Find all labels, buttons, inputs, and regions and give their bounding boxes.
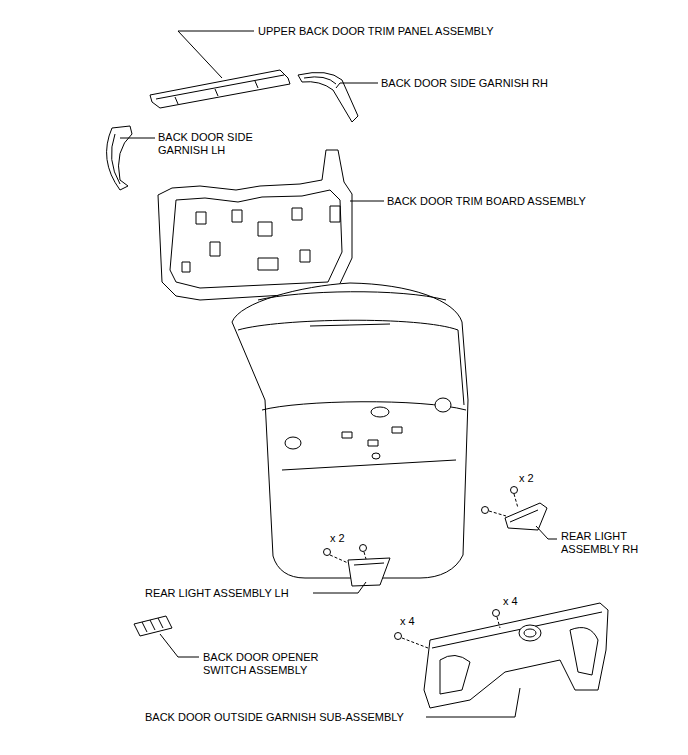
part-label: BACK DOOR OUTSIDE GARNISH SUB-ASSEMBLY — [145, 711, 404, 724]
trim-board — [158, 150, 352, 300]
leader-lines — [120, 31, 557, 717]
part-label: UPPER BACK DOOR TRIM PANEL ASSEMBLY — [258, 25, 494, 38]
quantity-note: x 2 — [330, 532, 345, 545]
part-label: BACK DOOR TRIM BOARD ASSEMBLY — [387, 195, 586, 208]
back-door — [232, 283, 468, 578]
side-garnish-lh — [107, 126, 132, 190]
rear-light-rh — [482, 487, 548, 531]
quantity-note: x 2 — [519, 472, 534, 485]
opener-switch — [134, 616, 172, 636]
quantity-note: x 4 — [400, 615, 415, 628]
part-label: REAR LIGHT ASSEMBLY LH — [145, 587, 289, 600]
outside-garnish — [395, 603, 609, 708]
side-garnish-rh — [298, 72, 358, 122]
part-label: BACK DOOR SIDE GARNISH RH — [381, 77, 548, 90]
part-label: BACK DOOR OPENER SWITCH ASSEMBLY — [203, 651, 343, 677]
rear-light-lh — [324, 545, 391, 587]
quantity-note: x 4 — [503, 595, 518, 608]
part-label: BACK DOOR SIDE GARNISH LH — [158, 131, 268, 157]
part-label: REAR LIGHT ASSEMBLY RH — [561, 530, 661, 556]
